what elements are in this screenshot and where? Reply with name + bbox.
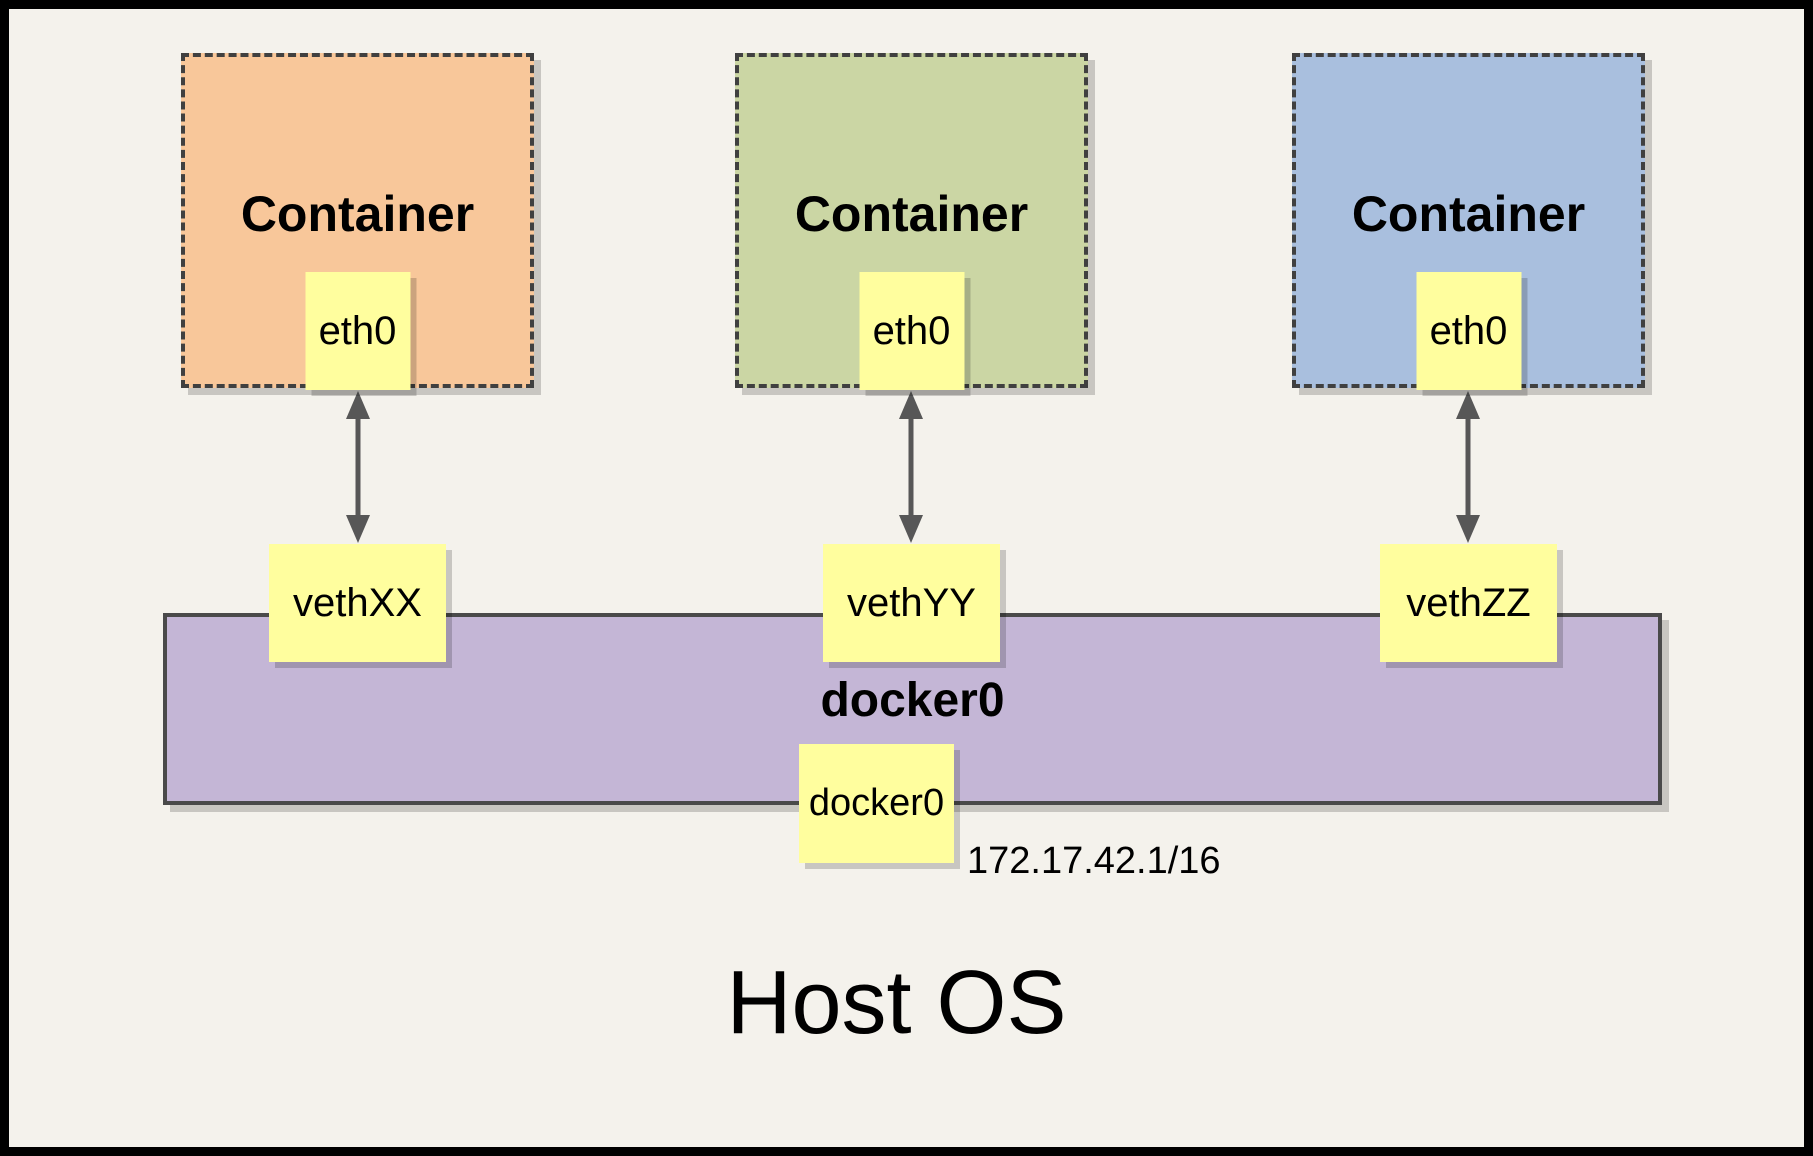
docker0-interface-node: docker0 <box>799 744 954 863</box>
container-box-1: Container eth0 <box>181 53 534 390</box>
eth0-label-1: eth0 <box>318 308 397 353</box>
eth0-node-3: eth0 <box>1416 272 1521 390</box>
container-box-3: Container eth0 <box>1292 53 1645 390</box>
eth0-label-3: eth0 <box>1429 308 1508 353</box>
veth-node-3: vethZZ <box>1380 544 1557 662</box>
double-arrow-icon-3 <box>1456 391 1480 543</box>
host-os-label: Host OS <box>726 953 1067 1053</box>
eth0-label-2: eth0 <box>872 308 951 353</box>
docker0-bridge-label: docker0 <box>820 674 1005 727</box>
container-label-1: Container <box>240 186 475 242</box>
double-arrow-icon-1 <box>346 391 370 543</box>
veth-label-2: vethYY <box>847 580 976 625</box>
docker0-interface-label: docker0 <box>808 782 945 824</box>
eth0-node-1: eth0 <box>305 272 410 390</box>
veth-node-2: vethYY <box>823 544 1000 662</box>
container-label-3: Container <box>1351 186 1586 242</box>
bridge-ip-label: 172.17.42.1/16 <box>967 840 1221 882</box>
veth-label-3: vethZZ <box>1406 580 1531 625</box>
container-box-2: Container eth0 <box>735 53 1088 390</box>
eth0-node-2: eth0 <box>859 272 964 390</box>
double-arrow-icon-2 <box>899 391 923 543</box>
container-label-2: Container <box>794 186 1029 242</box>
veth-node-1: vethXX <box>269 544 446 662</box>
veth-label-1: vethXX <box>293 580 422 625</box>
